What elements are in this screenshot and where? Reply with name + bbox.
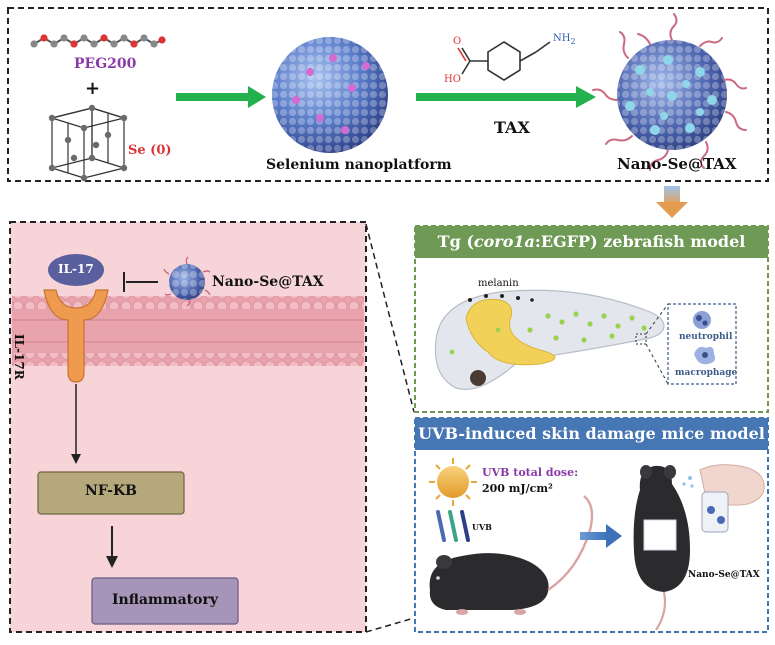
inflammatory-box (91, 577, 239, 625)
mouse-standing-icon (633, 465, 690, 631)
selenium-nanosphere-icon (272, 37, 388, 153)
zebrafish-header-bar (415, 226, 768, 258)
il17-label: IL-17 (58, 262, 94, 276)
zebrafish-header-italic: coro1a (473, 232, 535, 251)
treatment-label: Nano-Se@TAX (688, 570, 760, 580)
arrow-right-icon (176, 86, 266, 108)
dose-line2: 200 mJ/cm² (482, 482, 553, 495)
nano-se-tax-small-icon (163, 256, 211, 307)
zoom-connector-lines (365, 223, 415, 633)
receptor-label: IL-17R (12, 334, 26, 380)
tax-molecule-icon (457, 41, 551, 81)
arrow-right-icon (580, 524, 622, 548)
nh2-label: NH2 (553, 33, 576, 46)
zebrafish-header: Tg (coro1a:EGFP) zebrafish model (415, 228, 768, 256)
uvb-rays-icon (436, 510, 470, 542)
neutrophil-icon (693, 311, 711, 329)
il17-cytokine-icon (48, 254, 104, 286)
dose-line1: UVB total dose: (482, 466, 579, 479)
nh2-text: NH (553, 33, 571, 44)
il17-receptor-icon (43, 289, 109, 383)
tax-label: TAX (494, 118, 530, 137)
nano-se-tax-particle-icon (592, 13, 747, 171)
nano-label: Nano-Se@TAX (212, 274, 324, 290)
product-label: Nano-Se@TAX (617, 155, 737, 173)
spray-bottle-icon (682, 464, 765, 533)
mice-header: UVB-induced skin damage mice model (418, 424, 765, 443)
se-crystal-icon (48, 104, 128, 182)
nh2-subscript: 2 (570, 37, 576, 46)
o-label: O (453, 36, 462, 47)
ho-label: HO (444, 74, 461, 85)
arrow-down-icon (71, 384, 81, 464)
sun-icon (429, 458, 477, 506)
zebrafish-zoom-lines (645, 303, 669, 385)
mouse-lying-icon (429, 495, 594, 615)
macrophage-icon (694, 346, 716, 365)
nfkb-label: NF-KB (85, 483, 137, 499)
zebrafish-header-suffix: :EGFP) zebrafish model (534, 232, 746, 251)
zebrafish-header-prefix: Tg ( (437, 232, 474, 251)
mice-header-bar (415, 418, 768, 450)
nanoplatform-label: Selenium nanoplatform (266, 157, 452, 173)
nfkb-box (37, 471, 185, 515)
macrophage-label: macrophage (675, 368, 738, 378)
peg-label: PEG200 (74, 56, 137, 72)
peg-chain-icon (30, 34, 166, 48)
arrow-down-icon (106, 526, 118, 568)
inhibition-arrow-icon (123, 272, 158, 292)
zebrafish-larva-icon (434, 289, 665, 390)
inflammatory-label: Inflammatory (112, 592, 218, 608)
neutrophil-label: neutrophil (679, 332, 733, 342)
plus-sign: + (85, 78, 101, 99)
uvb-label: UVB (472, 522, 492, 532)
se-label: Se (0) (128, 143, 172, 158)
arrow-right-icon (416, 86, 596, 108)
arrow-down-icon (656, 186, 688, 218)
melanin-label: melanin (478, 278, 519, 289)
